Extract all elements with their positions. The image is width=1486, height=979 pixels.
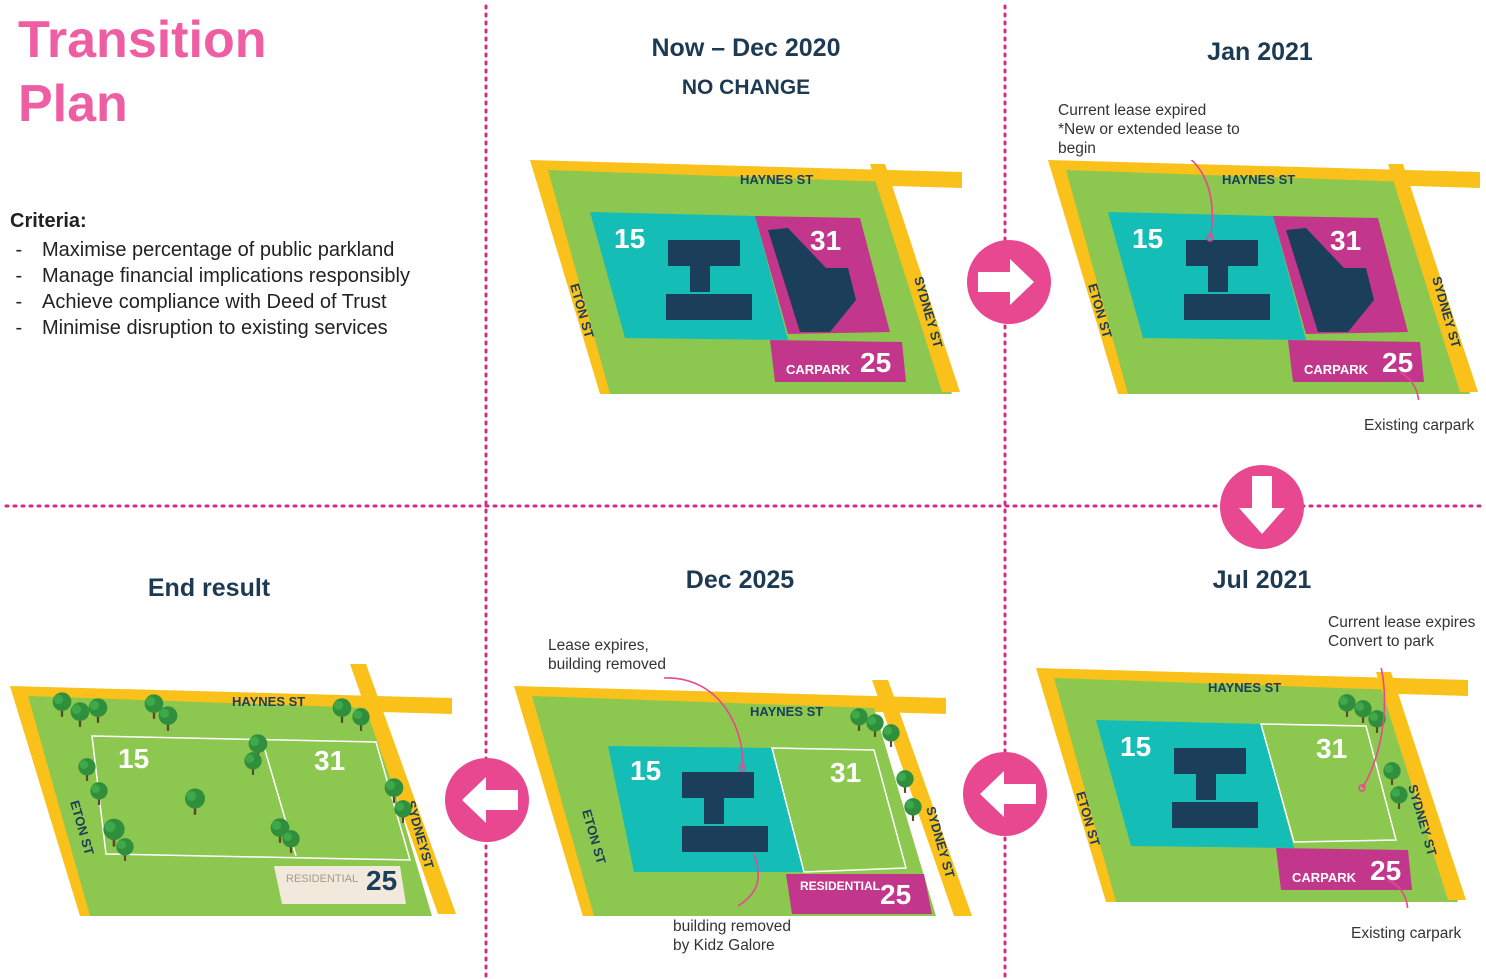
note-jan-carpark: Existing carpark — [1364, 417, 1475, 434]
note-jan-lease: Current lease expired *New or extended l… — [1058, 102, 1240, 157]
svg-text:SYDNEY ST: SYDNEY ST — [923, 805, 958, 880]
svg-text:HAYNES ST: HAYNES ST — [740, 172, 813, 187]
svg-text:CARPARK: CARPARK — [786, 362, 851, 377]
svg-text:25: 25 — [880, 879, 911, 910]
svg-text:31: 31 — [1316, 733, 1347, 764]
svg-text:15: 15 — [1132, 223, 1163, 254]
criteria-item: -Manage financial implications responsib… — [10, 265, 410, 287]
panel-heading-dec: Dec 2025 — [685, 566, 795, 594]
svg-text:31: 31 — [314, 745, 345, 776]
svg-text:RESIDENTIAL: RESIDENTIAL — [286, 873, 358, 885]
panel-heading-end: End result — [147, 574, 271, 602]
svg-text:25: 25 — [1382, 347, 1413, 378]
site-map-dec: HAYNES ST ETON ST SYDNEY ST 15 31 25 RES… — [514, 677, 972, 916]
panel-heading-jan: Jan 2021 — [1207, 38, 1313, 66]
site-map-end: HAYNES ST ETON ST SYDNEYST 15 31 25 RESI… — [10, 664, 456, 916]
svg-text:15: 15 — [118, 743, 149, 774]
criteria-heading: Criteria: — [10, 210, 87, 232]
left-arrow-icon — [963, 752, 1047, 836]
site-map-now: HAYNES ST ETON ST SYDNEY ST 15 31 25 CAR… — [530, 160, 962, 394]
svg-text:25: 25 — [366, 865, 397, 896]
left-arrow-icon — [445, 758, 529, 842]
svg-text:CARPARK: CARPARK — [1304, 362, 1369, 377]
criteria-section: Criteria: -Maximise percentage of public… — [10, 210, 410, 341]
svg-text:31: 31 — [1330, 225, 1361, 256]
svg-text:25: 25 — [1370, 855, 1401, 886]
criteria-item: -Minimise disruption to existing service… — [10, 317, 388, 339]
note-jul-lease: Current lease expires Convert to park — [1328, 614, 1476, 650]
svg-text:15: 15 — [1120, 731, 1151, 762]
site-map-jul: HAYNES ST ETON ST SYDNEY ST 15 31 25 CAR… — [1036, 668, 1468, 908]
svg-text:HAYNES ST: HAYNES ST — [232, 694, 305, 709]
svg-text:31: 31 — [830, 757, 861, 788]
note-dec-lease: Lease expires, building removed — [548, 637, 667, 673]
svg-text:25: 25 — [860, 347, 891, 378]
svg-text:RESIDENTIAL: RESIDENTIAL — [800, 879, 880, 893]
note-jul-carpark: Existing carpark — [1351, 925, 1462, 942]
site-map-jan: HAYNES ST ETON ST SYDNEY ST 15 31 25 CAR… — [1048, 160, 1480, 400]
svg-text:HAYNES ST: HAYNES ST — [1222, 172, 1295, 187]
svg-text:HAYNES ST: HAYNES ST — [750, 704, 823, 719]
criteria-item: -Maximise percentage of public parkland — [10, 239, 395, 261]
criteria-item: -Achieve compliance with Deed of Trust — [10, 291, 387, 313]
panel-heading-now: Now – Dec 2020 — [651, 34, 841, 62]
svg-text:31: 31 — [810, 225, 841, 256]
panel-subheading-now: NO CHANGE — [681, 76, 811, 99]
svg-text:15: 15 — [630, 755, 661, 786]
down-arrow-icon — [1220, 465, 1304, 549]
svg-text:CARPARK: CARPARK — [1292, 870, 1357, 885]
svg-text:15: 15 — [614, 223, 645, 254]
panel-heading-jul: Jul 2021 — [1212, 566, 1312, 594]
page-title: Transition Plan — [18, 11, 267, 133]
right-arrow-icon — [967, 240, 1051, 324]
svg-text:HAYNES ST: HAYNES ST — [1208, 680, 1281, 695]
